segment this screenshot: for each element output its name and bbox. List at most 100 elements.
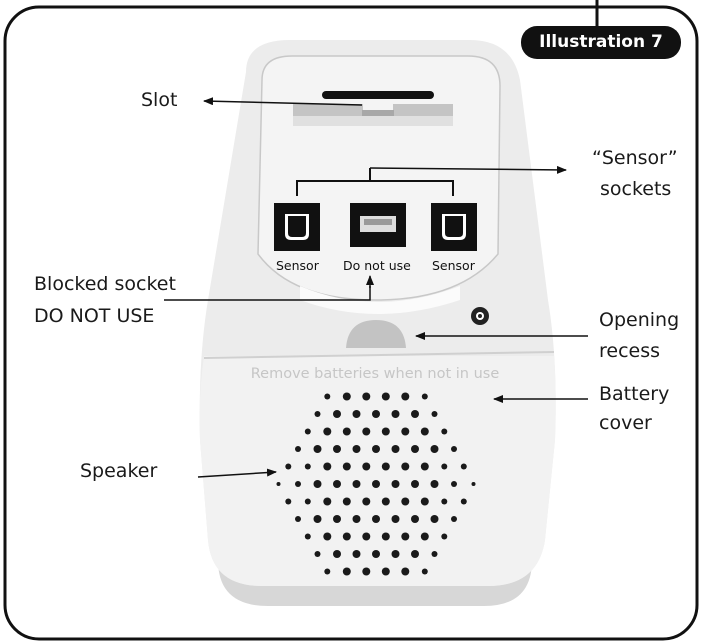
blocked-socket-label-line1: Blocked socket <box>34 273 176 295</box>
speaker-hole <box>430 480 439 488</box>
speaker-hole <box>471 482 476 486</box>
sensor-sockets-label-line1: “Sensor” <box>592 147 678 169</box>
speaker-hole <box>342 392 351 401</box>
speaker-hole <box>381 532 390 541</box>
slot <box>322 91 434 99</box>
speaker-hole <box>304 463 311 470</box>
speaker-hole <box>323 462 332 471</box>
speaker-hole <box>333 515 341 523</box>
speaker-hole <box>313 515 322 523</box>
speaker-hole <box>352 515 361 523</box>
speaker-hole <box>352 445 361 453</box>
speaker-hole <box>323 427 332 436</box>
speaker-hole <box>352 410 361 418</box>
speaker-hole <box>401 567 410 576</box>
sensor-sockets-label-line2: sockets <box>600 178 672 200</box>
speaker-hole <box>451 481 457 487</box>
opening-recess <box>346 320 406 348</box>
speaker-hole <box>362 532 371 541</box>
speaker-hole <box>362 392 371 401</box>
sensor-socket-left <box>274 203 320 251</box>
sensor-socket-right <box>431 203 477 251</box>
speaker-hole <box>324 393 331 400</box>
speaker-hole <box>342 427 351 436</box>
speaker-hole <box>372 480 380 488</box>
speaker-hole <box>362 497 371 506</box>
speaker-hole <box>333 445 341 453</box>
speaker-hole <box>352 480 361 488</box>
speaker-hole <box>381 392 390 401</box>
speaker-label: Speaker <box>80 460 158 482</box>
speaker-hole <box>460 498 467 505</box>
speaker-hole <box>304 533 311 540</box>
speaker-hole <box>313 445 322 453</box>
speaker-hole <box>451 516 457 522</box>
speaker-hole <box>323 497 332 506</box>
speaker-hole <box>411 410 419 418</box>
speaker-hole <box>352 550 361 558</box>
speaker-hole <box>295 516 301 522</box>
speaker-hole <box>285 463 292 470</box>
illustration-title: Illustration 7 <box>521 26 681 59</box>
speaker-hole <box>372 445 380 453</box>
speaker-hole <box>451 446 457 452</box>
speaker-hole <box>441 533 448 540</box>
speaker-hole <box>401 427 410 436</box>
speaker-hole <box>323 532 332 541</box>
opening-recess-label-line2: recess <box>599 340 661 362</box>
speaker-hole <box>381 462 390 471</box>
speaker-hole <box>362 427 371 436</box>
speaker-hole <box>342 497 351 506</box>
speaker-hole <box>333 550 341 558</box>
speaker-hole <box>381 427 390 436</box>
speaker-hole <box>342 532 351 541</box>
speaker-hole <box>381 567 390 576</box>
battery-cover-label-line2: cover <box>599 412 652 434</box>
speaker-hole <box>381 497 390 506</box>
speaker-hole <box>342 567 351 576</box>
speaker-hole <box>391 480 400 488</box>
speaker-hole <box>324 568 331 575</box>
speaker-hole <box>333 410 341 418</box>
speaker-hole <box>314 411 321 417</box>
speaker-hole <box>411 445 419 453</box>
speaker-hole <box>372 515 380 523</box>
speaker-hole <box>420 497 429 506</box>
slot-arrow <box>203 97 363 106</box>
speaker-hole <box>276 482 281 486</box>
blocked-socket-label-line2: DO NOT USE <box>34 305 155 327</box>
speaker-hole <box>304 428 311 435</box>
opening-recess-label-line1: Opening <box>599 309 680 331</box>
speaker-hole <box>420 532 429 541</box>
speaker-hole <box>431 551 438 557</box>
speaker-hole <box>401 532 410 541</box>
speaker-hole <box>430 445 439 453</box>
speaker-hole <box>295 481 301 487</box>
speaker-hole <box>441 498 448 505</box>
speaker-hole <box>313 480 322 488</box>
speaker-hole <box>411 515 419 523</box>
speaker-hole <box>391 515 400 523</box>
speaker-hole <box>304 498 311 505</box>
speaker-hole <box>362 567 371 576</box>
speaker-arrow <box>197 468 277 478</box>
speaker-hole <box>342 462 351 471</box>
blocked-socket <box>350 203 406 247</box>
speaker-hole <box>401 462 410 471</box>
speaker-hole <box>372 550 380 558</box>
speaker-hole <box>362 462 371 471</box>
speaker-hole <box>420 462 429 471</box>
battery-cover <box>199 356 556 586</box>
lock-icon <box>471 307 489 325</box>
socket-label-right: Sensor <box>432 258 475 273</box>
speaker-hole <box>314 551 321 557</box>
speaker-hole <box>441 463 448 470</box>
speaker-hole <box>391 550 400 558</box>
speaker-hole <box>430 515 439 523</box>
speaker-hole <box>401 497 410 506</box>
speaker-hole <box>333 480 341 488</box>
speaker-hole <box>295 446 301 452</box>
speaker-grille <box>276 392 476 576</box>
slot-label: Slot <box>141 89 178 111</box>
